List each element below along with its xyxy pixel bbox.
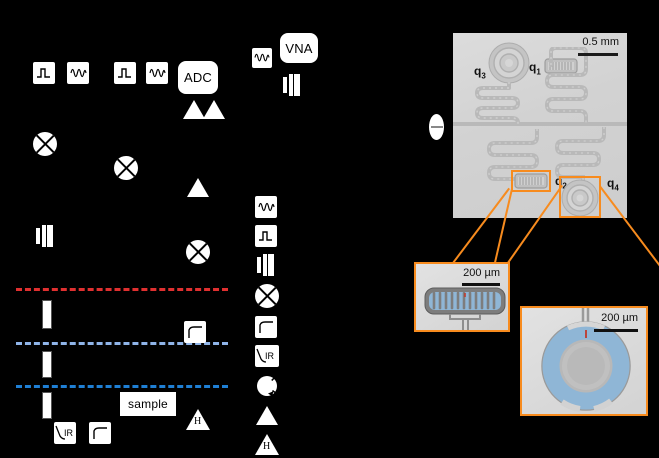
- qubit-q3-concentric: [488, 42, 530, 84]
- resonator-q3: [474, 82, 521, 126]
- attenuator-icon[interactable]: [42, 300, 52, 329]
- feedline-trace: [453, 122, 627, 126]
- qubit-label-q1: q1: [529, 60, 541, 77]
- hemt-legend-label: H: [263, 441, 271, 452]
- attenuator-icon[interactable]: [42, 351, 52, 378]
- amplifier-icon: [256, 406, 278, 425]
- sine-source-icon[interactable]: [252, 48, 272, 68]
- highlight-box-q4: [559, 176, 601, 218]
- inset-scale-label: 200 µm: [601, 312, 638, 324]
- interdigitated-qubit-detail: [424, 287, 506, 330]
- hemt-amplifier-icon: H: [255, 434, 279, 455]
- qubit-label-q2: q2: [555, 174, 567, 191]
- amplifier-icon[interactable]: [187, 178, 209, 197]
- adc-label: ADC: [183, 70, 213, 85]
- stage-line-middle: [16, 342, 228, 345]
- attenuator-icon[interactable]: [42, 392, 52, 419]
- qubit-label-q3: q3: [474, 64, 486, 81]
- ir-filter-icon[interactable]: IR: [54, 422, 76, 444]
- sample-box[interactable]: sample: [120, 392, 176, 416]
- adc-box[interactable]: ADC: [178, 61, 218, 94]
- mixer-icon[interactable]: [114, 156, 138, 180]
- circulator-icon: [255, 374, 279, 398]
- scale-bar: [578, 53, 618, 56]
- pulse-generator-icon[interactable]: [114, 62, 136, 84]
- mixer-icon[interactable]: [33, 132, 57, 156]
- amplifier-icon[interactable]: [183, 100, 205, 119]
- vna-box[interactable]: VNA: [280, 33, 318, 63]
- attenuator-icon[interactable]: [283, 74, 300, 96]
- inset-scale-label: 200 µm: [463, 267, 500, 279]
- device-micrograph: q3 q1: [453, 33, 627, 218]
- svg-text:IR: IR: [64, 428, 74, 438]
- sine-source-icon[interactable]: [146, 62, 168, 84]
- input-output-port-marker: [429, 114, 444, 140]
- sine-source-icon: [255, 196, 277, 218]
- hemt-amplifier-icon[interactable]: H: [186, 409, 210, 430]
- attenuator-icon[interactable]: [36, 225, 53, 247]
- sine-source-icon[interactable]: [67, 62, 89, 84]
- stage-line-bottom: [16, 385, 228, 388]
- inset-scale-bar: [594, 329, 638, 332]
- pulse-generator-icon: [255, 225, 277, 247]
- concentric-qubit-detail: [541, 308, 631, 412]
- qubit-q4-concentric: [561, 179, 599, 217]
- stage-line-top: [16, 288, 228, 291]
- hemt-label: H: [194, 416, 202, 427]
- mixer-icon: [255, 284, 279, 308]
- interdigitated-qubit-inset: 200 µm: [414, 262, 510, 332]
- sample-label: sample: [128, 397, 168, 411]
- scale-bar-label: 0.5 mm: [582, 36, 619, 48]
- qubit-q2-interdigitated: [514, 173, 548, 189]
- highlight-box-q2: [511, 170, 551, 192]
- resonator-q4: [554, 127, 606, 185]
- resonator-q2: [486, 129, 540, 181]
- low-pass-filter-icon[interactable]: [89, 422, 111, 444]
- ir-filter-icon: IR: [255, 345, 279, 367]
- concentric-qubit-inset: 200 µm: [520, 306, 648, 416]
- mixer-icon[interactable]: [186, 240, 210, 264]
- low-pass-filter-icon[interactable]: [184, 321, 206, 343]
- attenuator-icon: [257, 254, 274, 276]
- low-pass-filter-icon: [255, 316, 277, 338]
- svg-text:IR: IR: [265, 351, 275, 361]
- amplifier-icon[interactable]: [203, 100, 225, 119]
- qubit-label-q4: q4: [607, 176, 619, 193]
- component-legend: IR H: [255, 196, 281, 456]
- wiring-diagram-panel: ADC VNA H: [0, 0, 330, 458]
- resonator-q1: [544, 47, 589, 125]
- pulse-generator-icon[interactable]: [33, 62, 55, 84]
- vna-label: VNA: [285, 40, 313, 56]
- inset-scale-bar: [462, 283, 500, 286]
